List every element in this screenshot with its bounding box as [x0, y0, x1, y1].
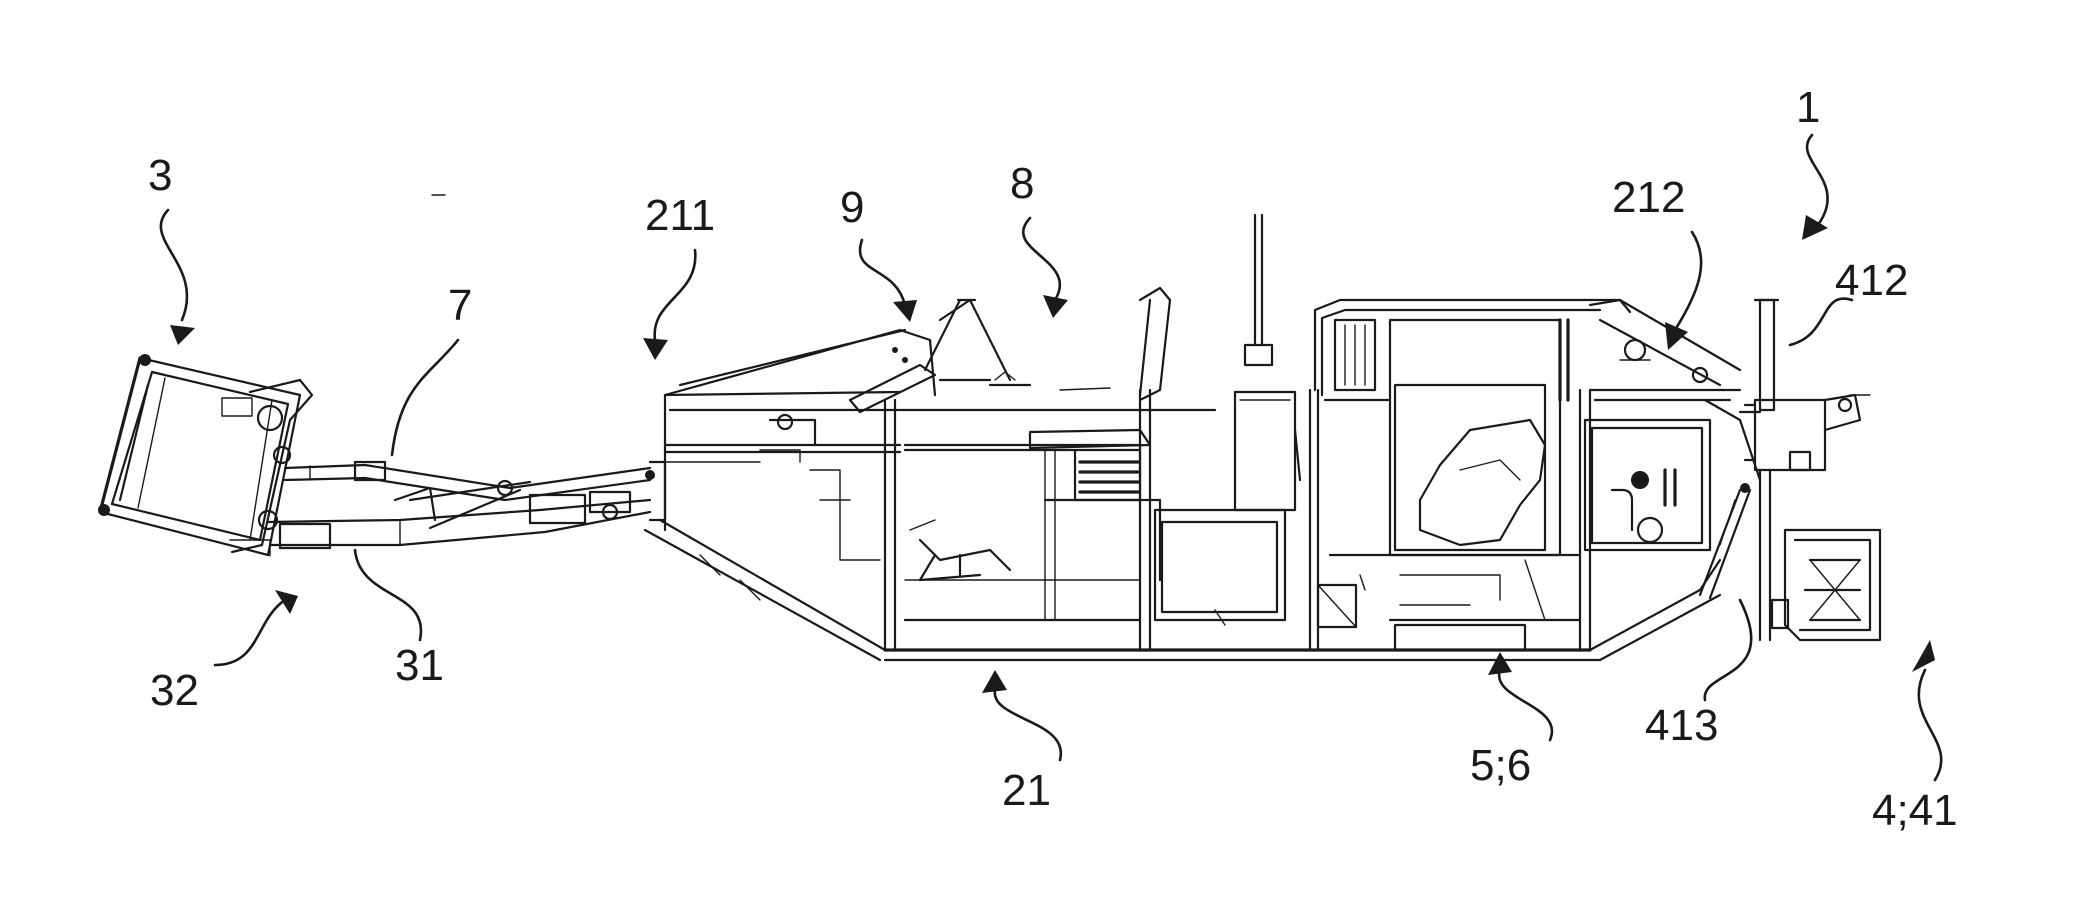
label-212: 212: [1612, 173, 1685, 222]
arrowhead-9: [893, 300, 917, 322]
leader-412: [1790, 299, 1852, 345]
label-413: 413: [1645, 701, 1718, 750]
arrowhead-8: [1043, 295, 1068, 318]
arrowhead-3: [170, 325, 195, 345]
leader-31: [355, 550, 421, 640]
arrowhead-32: [275, 590, 298, 614]
leader-7: [392, 340, 458, 455]
label-8: 8: [1010, 159, 1034, 208]
front-tool-assembly: [1700, 300, 1880, 640]
arrowhead-5-6: [1488, 652, 1512, 675]
label-1: 1: [1796, 83, 1820, 132]
boom-arms: [268, 462, 665, 548]
label-7: 7: [448, 281, 472, 330]
label-9: 9: [840, 183, 864, 232]
arrowhead-21: [982, 670, 1007, 693]
leader-21: [995, 690, 1061, 760]
leader-9: [860, 240, 905, 305]
operator-station: [850, 215, 1272, 580]
leader-3: [161, 210, 187, 320]
label-31: 31: [395, 641, 444, 690]
leader-4-41: [1919, 670, 1941, 780]
label-4-41: 4;41: [1872, 786, 1958, 835]
arrowhead-4-41: [1912, 640, 1935, 672]
leader-32: [215, 600, 285, 665]
leader-8: [1023, 218, 1060, 300]
arrowhead-1: [1802, 215, 1828, 240]
label-5-6: 5;6: [1470, 741, 1531, 790]
label-211: 211: [645, 191, 715, 240]
leader-1: [1807, 135, 1828, 225]
reference-labels: 3 7 8 9 211 212 1 412 413 4;41 5;6 21 31…: [148, 83, 1958, 835]
leader-211: [655, 250, 696, 340]
leader-413: [1705, 600, 1751, 700]
leader-212: [1675, 232, 1701, 330]
label-21: 21: [1002, 766, 1051, 815]
label-3: 3: [148, 151, 172, 200]
label-32: 32: [150, 666, 199, 715]
leader-5-6: [1499, 670, 1552, 740]
arrowhead-211: [643, 338, 668, 360]
